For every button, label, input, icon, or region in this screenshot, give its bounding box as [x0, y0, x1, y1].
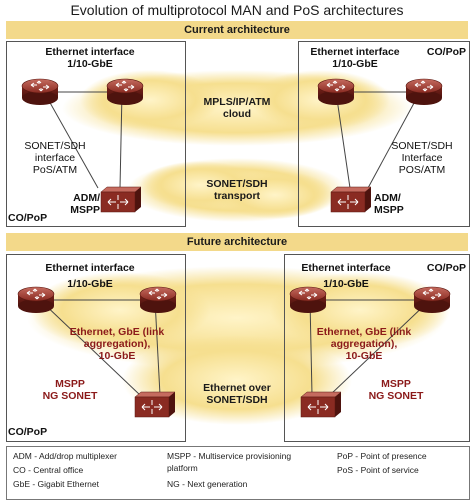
legend-mspp: MSPP - Multiservice provisioning [167, 451, 292, 461]
current-right-copop-box [298, 41, 470, 227]
link-aggregation-label: 10-GbE [98, 350, 136, 362]
sonet-transport-cloud [127, 158, 347, 222]
future-left-copop-box [6, 254, 186, 442]
legend-adm: ADM - Add/drop multiplexer [13, 451, 117, 461]
eth-speed-label: 1/10-GbE [332, 58, 378, 70]
link-aggregation-label: 10-GbE [345, 350, 383, 362]
mpls-cloud-label: cloud [223, 108, 251, 120]
legend-ng: NG - Next generation [167, 479, 248, 489]
future-links [39, 299, 431, 396]
sonet-interface-label: SONET/SDH [391, 140, 453, 152]
ethernet-over-sonet-label: SONET/SDH [206, 394, 268, 406]
adm-mspp-label: MSPP [70, 204, 100, 216]
legend-gbe: GbE - Gigabit Ethernet [13, 479, 99, 489]
link-aggregation-label: Ethernet, GbE (link [69, 326, 165, 338]
sonet-interface-label: SONET/SDH [24, 140, 86, 152]
eth-speed-label: 1/10-GbE [67, 58, 113, 70]
eth-speed-label: 1/10-GbE [323, 278, 369, 290]
legend-pos: PoS - Point of service [337, 465, 419, 475]
sonet-transport-label: SONET/SDH [206, 178, 268, 190]
sonet-interface-label: PoS/ATM [32, 164, 78, 176]
mspp-label: NG SONET [368, 390, 424, 402]
eth-interface-label: Ethernet interface [310, 46, 400, 58]
future-right-copop-box [284, 254, 470, 442]
copop-label: CO/PoP [426, 46, 466, 58]
eth-interface-label: Ethernet interface [45, 262, 135, 274]
sonet-interface-label: interface [34, 152, 76, 164]
link-aggregation-label: aggregation), [83, 338, 151, 350]
eth-interface-label: Ethernet interface [301, 262, 391, 274]
legend-mspp: platform [167, 463, 198, 473]
link-aggregation-label: aggregation), [330, 338, 398, 350]
mspp-label: MSPP [381, 378, 411, 390]
adm-mspp-label: ADM/ [374, 192, 401, 204]
eth-interface-label: Ethernet interface [45, 46, 135, 58]
eth-speed-label: 1/10-GbE [67, 278, 113, 290]
link-aggregation-label: Ethernet, GbE (link [316, 326, 412, 338]
current-architecture-banner: Current architecture [6, 21, 468, 39]
legend-co: CO - Central office [13, 465, 84, 475]
copop-label: CO/PoP [426, 262, 466, 274]
mspp-label: NG SONET [42, 390, 98, 402]
legend: ADM - Add/drop multiplexer CO - Central … [6, 446, 470, 500]
future-architecture-banner: Future architecture [6, 233, 468, 251]
sonet-interface-label: POS/ATM [398, 164, 446, 176]
adm-mspp-label: ADM/ [73, 192, 100, 204]
legend-pop: PoP - Point of presence [337, 451, 427, 461]
mspp-label: MSPP [55, 378, 85, 390]
sonet-interface-label: Interface [401, 152, 443, 164]
diagram-title: Evolution of multiprotocol MAN and PoS a… [70, 2, 404, 18]
current-left-copop-box [6, 41, 186, 227]
sonet-transport-label: transport [213, 190, 261, 202]
mpls-cloud-label: MPLS/IP/ATM [203, 96, 271, 108]
adm-mspp-label: MSPP [374, 204, 404, 216]
copop-label: CO/PoP [8, 426, 48, 438]
ethernet-over-sonet-label: Ethernet over [203, 382, 271, 394]
copop-label: CO/PoP [8, 212, 48, 224]
